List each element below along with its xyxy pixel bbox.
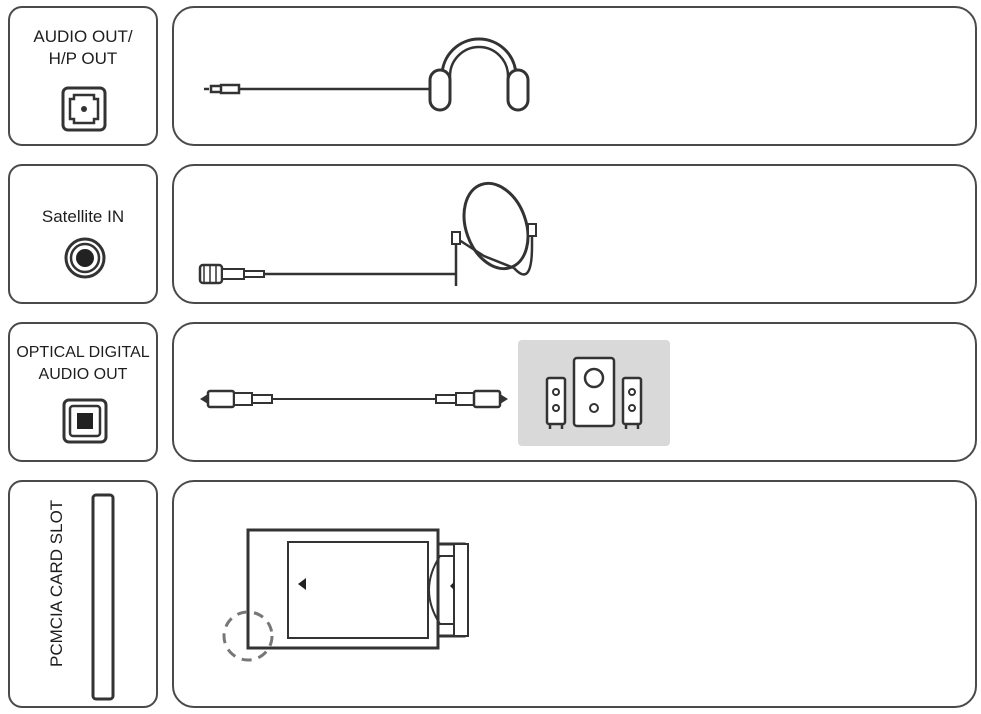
pcmcia-connection-panel	[172, 480, 977, 708]
optical-label-line1: OPTICAL DIGITAL	[16, 344, 150, 361]
satellite-in-label: Satellite IN	[41, 207, 125, 226]
optical-port-icon	[62, 398, 108, 444]
optical-cable-icon	[200, 389, 508, 409]
audio-out-label-line1: AUDIO OUT/	[33, 27, 133, 46]
headphone-cable-icon	[204, 83, 444, 95]
satellite-connection-panel	[172, 164, 977, 304]
coaxial-port-icon	[64, 237, 106, 279]
satellite-in-port-panel: Satellite IN	[8, 164, 158, 304]
pcmcia-slot-panel: PCMCIA CARD SLOT	[8, 480, 158, 708]
optical-connection-panel	[172, 322, 977, 462]
headphones-icon	[428, 37, 530, 112]
headphones-connection-panel	[172, 6, 977, 146]
audio-out-label-line2: H/P OUT	[48, 49, 118, 68]
optical-label-line2: AUDIO OUT	[38, 366, 128, 383]
card-slot-icon	[91, 493, 115, 701]
satellite-cable-icon	[198, 263, 456, 285]
pcmcia-label: PCMCIA CARD SLOT	[47, 499, 66, 667]
speaker-system-backdrop	[518, 340, 670, 446]
satellite-dish-icon	[451, 181, 537, 286]
audio-out-port-panel: AUDIO OUT/ H/P OUT	[8, 6, 158, 146]
ci-card-icon	[222, 528, 469, 662]
optical-out-port-panel: OPTICAL DIGITAL AUDIO OUT	[8, 322, 158, 462]
audio-jack-port-icon	[61, 86, 107, 132]
speaker-system-icon	[545, 356, 643, 429]
